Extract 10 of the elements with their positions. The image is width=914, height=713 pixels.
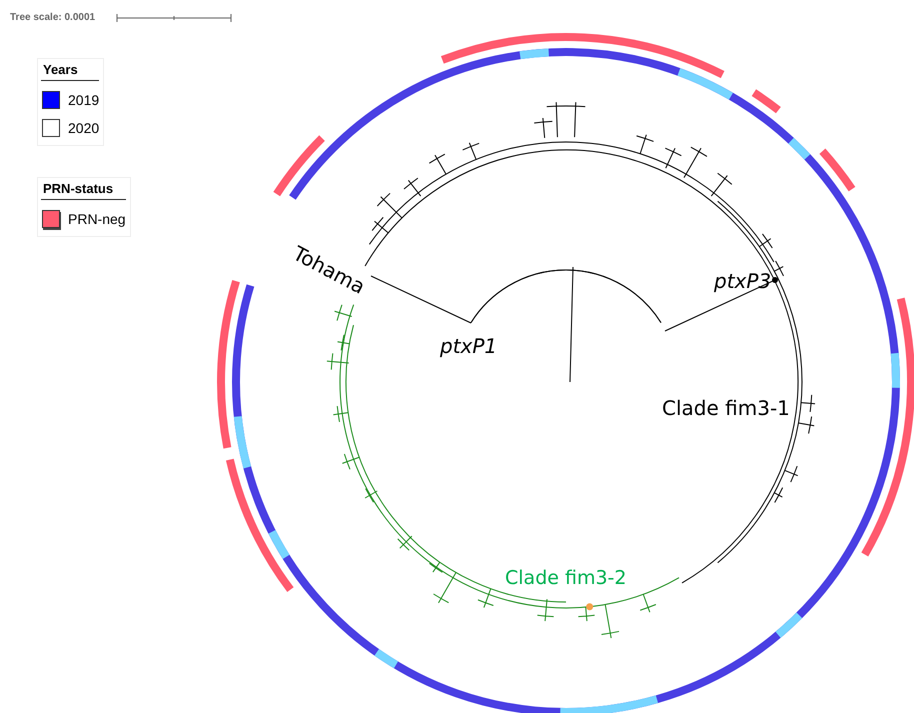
clade-label: Clade fim3-1 <box>662 397 790 419</box>
legend-title: PRN-status <box>41 181 126 200</box>
tree-scale-label: Tree scale: 0.0001 <box>10 12 96 23</box>
legend-text: PRN-neg <box>68 211 126 227</box>
legend-text: 2019 <box>68 92 100 108</box>
legend-title: Years <box>41 62 100 81</box>
clade-label: ptxP1 <box>440 335 498 357</box>
legend-text: 2020 <box>68 120 100 136</box>
clade-label: ptxP3 <box>714 270 772 292</box>
clade-label: Clade fim3-2 <box>505 568 626 589</box>
